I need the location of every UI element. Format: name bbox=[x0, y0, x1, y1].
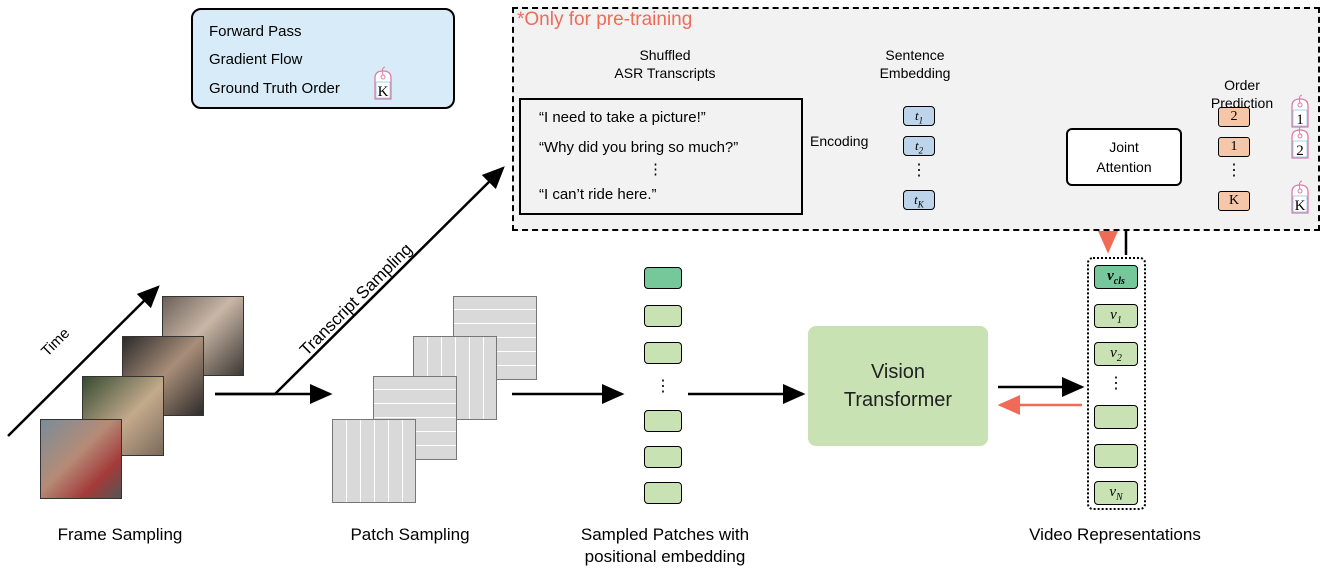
joint-attention-line1: Joint bbox=[1109, 139, 1139, 155]
tag-icon: 1 bbox=[1291, 94, 1309, 128]
video-rep bbox=[1094, 405, 1138, 429]
tag-icon: 2 bbox=[1291, 125, 1309, 159]
caption-patch-sampling: Patch Sampling bbox=[350, 525, 470, 544]
shuffled-header: Shuffled ASR Transcripts bbox=[600, 46, 730, 82]
order-prediction: 2 bbox=[1218, 107, 1250, 127]
sentence-header-line2: Embedding bbox=[879, 65, 951, 81]
joint-attention-line2: Attention bbox=[1096, 159, 1152, 175]
video-rep-dots: ⋮ bbox=[1108, 375, 1124, 392]
joint-attention-box: Joint Attention bbox=[1066, 128, 1182, 186]
caption-sampled-patches-line2: positional embedding bbox=[584, 547, 746, 566]
video-rep: vN bbox=[1094, 481, 1138, 505]
token-tk: tK bbox=[903, 190, 935, 210]
vision-transformer-box: Vision Transformer bbox=[808, 326, 988, 446]
caption-sampled-patches-line1: Sampled Patches with bbox=[580, 525, 750, 544]
order-header-line1: Order bbox=[1224, 77, 1260, 93]
token-dots: ⋮ bbox=[911, 162, 927, 179]
legend-forward-label: Forward Pass bbox=[209, 23, 302, 40]
legend-gt-symbol: K bbox=[378, 84, 389, 100]
vision-transformer-line1: Vision bbox=[870, 361, 926, 383]
transcript-line: “Why did you bring so much?” bbox=[539, 139, 739, 156]
token-t1: t1 bbox=[903, 106, 935, 126]
ground-truth-value: K bbox=[1295, 198, 1306, 214]
patch-dots: ⋮ bbox=[655, 378, 671, 395]
order-prediction: K bbox=[1218, 191, 1250, 211]
sampled-patch bbox=[644, 482, 682, 504]
sampled-patch bbox=[644, 410, 682, 432]
video-rep-cls: vcls bbox=[1094, 265, 1138, 289]
cls-patch bbox=[644, 267, 682, 289]
legend-box: Forward Pass Gradient Flow Ground Truth … bbox=[191, 8, 455, 109]
sentence-header: Sentence Embedding bbox=[870, 46, 960, 82]
encoding-label: Encoding bbox=[810, 133, 869, 149]
video-rep: v1 bbox=[1094, 304, 1138, 328]
video-rep: v2 bbox=[1094, 342, 1138, 366]
token-t2: t2 bbox=[903, 136, 935, 156]
caption-video-representations: Video Representations bbox=[1029, 525, 1201, 544]
tag-icon: K bbox=[1291, 180, 1309, 214]
transcript-line: “I can’t ride here.” bbox=[539, 186, 657, 203]
vision-transformer-line2: Transformer bbox=[843, 389, 953, 411]
video-representations-box bbox=[1087, 257, 1146, 510]
tag-icon: K bbox=[374, 66, 392, 100]
caption-sampled-patches: Sampled Patches with positional embeddin… bbox=[540, 524, 790, 568]
sentence-header-line1: Sentence bbox=[885, 47, 945, 63]
sampled-patch bbox=[644, 305, 682, 327]
transcript-line: “I need to take a picture!” bbox=[539, 109, 706, 126]
transcript-dots: ⋮ bbox=[648, 161, 663, 178]
sampled-patch bbox=[644, 446, 682, 468]
video-frame bbox=[40, 419, 122, 499]
legend-gt-label: Ground Truth Order bbox=[209, 80, 340, 97]
shuffled-header-line2: ASR Transcripts bbox=[614, 65, 716, 81]
video-rep bbox=[1094, 444, 1138, 468]
ground-truth-value: 1 bbox=[1296, 112, 1304, 128]
ground-truth-value: 2 bbox=[1296, 143, 1304, 159]
sampled-patch bbox=[644, 342, 682, 364]
shuffled-header-line1: Shuffled bbox=[639, 47, 691, 63]
order-prediction: 1 bbox=[1218, 137, 1250, 157]
patch-grid bbox=[332, 419, 416, 503]
caption-frame-sampling: Frame Sampling bbox=[57, 525, 183, 544]
transcripts-box: “I need to take a picture!” “Why did you… bbox=[519, 98, 803, 215]
legend-gradient-label: Gradient Flow bbox=[209, 51, 303, 68]
order-dots: ⋮ bbox=[1226, 162, 1242, 179]
pretraining-label: *Only for pre-training bbox=[517, 9, 693, 30]
